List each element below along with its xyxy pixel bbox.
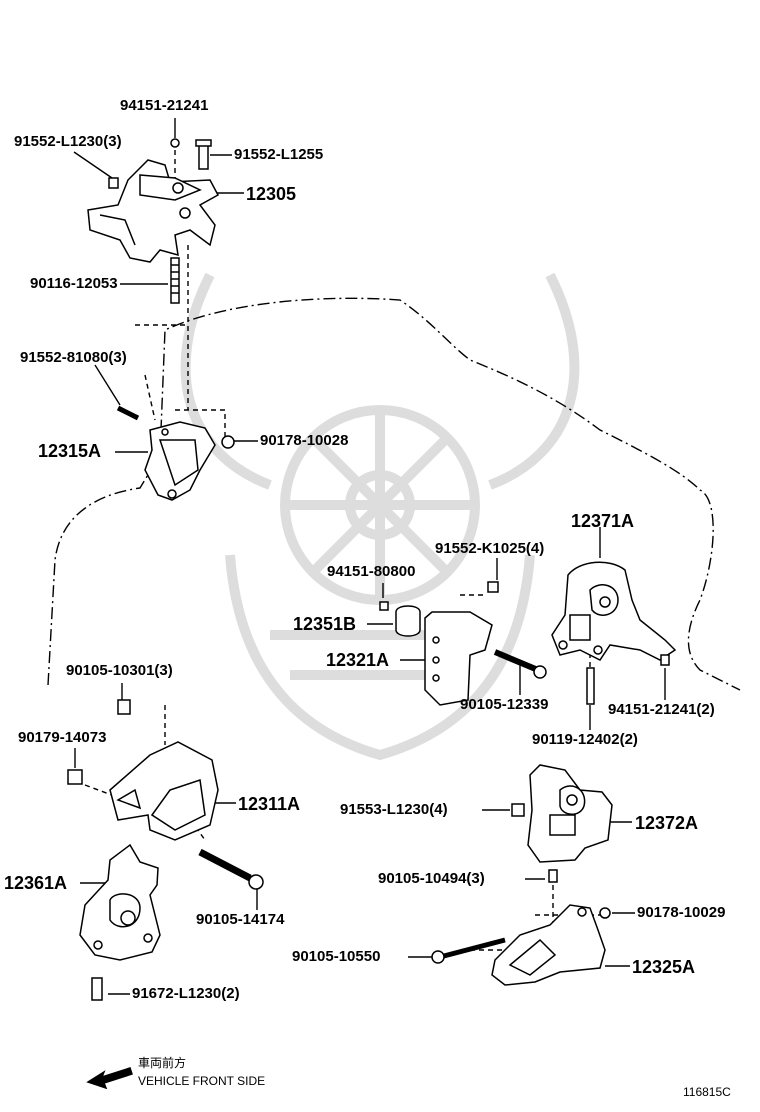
mount-12371A [551,561,677,705]
vehicle-front-label: VEHICLE FRONT SIDE [138,1074,266,1088]
part-label: 12372A [635,813,699,833]
part-label: 12315A [38,441,102,461]
figure-code: 116815C [683,1085,731,1099]
bracket-12311A [67,699,264,890]
part-label: 94151-80800 [327,563,416,580]
part-label: 12351B [293,614,357,634]
vehicle-front-arrow-icon [86,1067,133,1090]
part-label: 91552-81080(3) [20,349,127,366]
part-label: 91552-L1230(3) [14,133,122,150]
part-label: 91552-L1255 [234,146,324,163]
part-label: 90105-10301(3) [66,662,173,679]
part-label: 90116-12053 [30,275,118,292]
mount-12305 [87,138,220,304]
watermark-emblem-icon [180,272,580,761]
part-label: 90119-12402(2) [532,731,638,748]
part-label: 91672-L1230(2) [132,985,240,1002]
part-label: 90178-10029 [637,904,726,921]
part-label: 94151-21241 [120,97,209,114]
mount-12361A [79,843,161,1001]
bracket-12321A [379,581,547,706]
part-label: 90105-12339 [460,696,549,713]
part-label: 12325A [632,957,696,977]
part-label: 12371A [571,511,635,531]
part-label: 12361A [4,873,68,893]
part-label: 91553-L1230(4) [340,801,448,818]
engine-outline [47,297,741,691]
part-label: 90105-10550 [292,948,381,965]
part-label: 90105-10494(3) [378,870,485,887]
mount-12372A [511,764,613,863]
bracket-12315A [116,405,235,501]
part-label: 94151-21241(2) [608,701,715,718]
part-label: 90179-14073 [18,729,107,746]
bracket-12325A [431,869,611,986]
part-label: 12305 [246,184,297,204]
vehicle-front-jp-label: 車両前方 [138,1056,187,1070]
part-label: 12311A [238,794,301,814]
part-label: 12321A [326,650,390,670]
part-label: 90105-14174 [196,911,285,928]
part-label: 91552-K1025(4) [435,540,545,557]
part-label: 90178-10028 [260,432,349,449]
